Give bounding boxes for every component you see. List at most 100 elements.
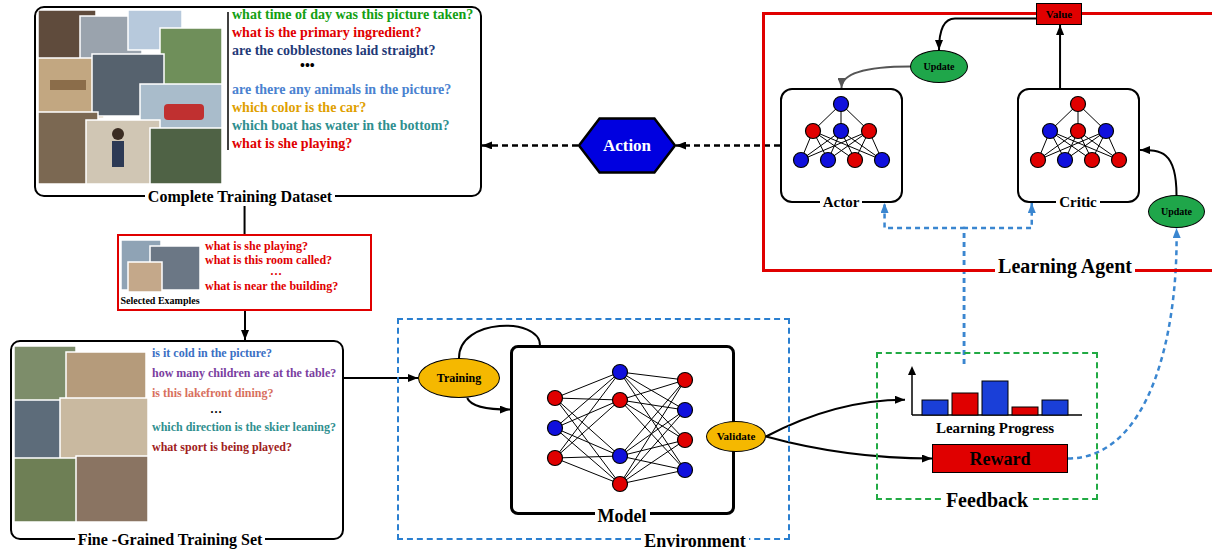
photo-details — [50, 80, 204, 167]
connector — [766, 437, 932, 459]
network-link — [620, 400, 685, 440]
reward-box: Reward — [932, 444, 1068, 473]
photo — [76, 456, 148, 522]
model-network: Model — [510, 345, 735, 515]
neuron — [806, 124, 821, 139]
neuron — [613, 449, 628, 464]
heading-label: Learning Progress — [936, 420, 1054, 437]
heading-label: Fine -Grained Training Set — [75, 531, 266, 549]
value-box: Value — [1036, 3, 1082, 25]
network-link — [620, 400, 685, 410]
neuron — [1043, 124, 1058, 139]
question-text: ••• — [300, 58, 315, 74]
connector — [344, 377, 418, 379]
learning-agent-region: ValueUpdateActorCriticUpdateLearning Age… — [762, 12, 1212, 272]
question-text: is it cold in the picture? — [152, 346, 272, 360]
axis-arrowhead — [908, 366, 916, 375]
photo — [60, 398, 148, 460]
update-ellipse: Update — [910, 50, 968, 83]
connector — [842, 67, 911, 89]
node-label: Validate — [717, 430, 756, 443]
question-text: what sport is being played? — [152, 440, 292, 454]
question-text: … — [270, 264, 282, 278]
photo-collage — [121, 240, 200, 292]
network-link — [555, 456, 620, 458]
network-link — [555, 458, 620, 484]
neuron — [548, 421, 563, 436]
connector — [1059, 25, 1061, 88]
network-link — [620, 380, 685, 400]
network-link — [620, 380, 685, 484]
person-body — [112, 141, 124, 167]
neuron — [1071, 124, 1086, 139]
question-text: what time of day was this picture taken? — [232, 7, 473, 23]
neuron — [1099, 124, 1114, 139]
heading-label: Selected Examples — [120, 295, 199, 307]
update-ellipse: Update — [1148, 195, 1205, 228]
question-text: which boat has water in the bottom? — [232, 118, 450, 134]
photo — [66, 352, 146, 404]
connector — [244, 311, 246, 340]
neuron — [678, 463, 693, 478]
photo — [128, 262, 162, 292]
neuron — [678, 403, 693, 418]
photo — [160, 28, 222, 86]
network-link — [620, 372, 685, 440]
question-text: how many children are at the table? — [152, 366, 336, 380]
environment-region: TrainingModelValidateEnvironment — [397, 318, 790, 540]
question-text: what is she playing? — [232, 136, 352, 152]
feedback-region: Learning ProgressRewardFeedback — [876, 352, 1098, 500]
neuron — [875, 153, 890, 168]
neuron — [613, 393, 628, 408]
photo — [86, 120, 160, 184]
question-text: are the cobblestones laid straight? — [232, 43, 436, 59]
network-link — [620, 440, 685, 456]
question-text: which color is the car? — [232, 100, 366, 116]
network-link — [555, 428, 620, 484]
network-link — [620, 380, 685, 456]
network-link — [555, 400, 620, 458]
node-label: Update — [1161, 206, 1192, 218]
node-label: Value — [1046, 8, 1073, 21]
chart-bar — [1012, 407, 1038, 415]
connector — [1140, 150, 1177, 195]
heading-label: Critic — [1056, 194, 1099, 211]
connector — [939, 18, 1036, 50]
network-link — [620, 372, 685, 380]
question-text: are there any animals in the picture? — [232, 82, 451, 98]
heading-label: Learning Agent — [995, 255, 1135, 277]
neuron — [794, 153, 809, 168]
network-link — [620, 440, 685, 484]
heading-label: Complete Training Dataset — [145, 188, 335, 206]
node-label: Update — [923, 61, 954, 73]
neuron — [678, 433, 693, 448]
network-link — [555, 428, 620, 456]
chart-bar — [952, 393, 978, 415]
node-label: Reward — [970, 449, 1031, 469]
connector — [467, 398, 510, 410]
photo-collage — [14, 346, 148, 522]
chart-axis — [911, 372, 913, 415]
bar-chart — [908, 366, 1082, 415]
neuron — [848, 153, 863, 168]
dataset-box: what time of day was this picture taken?… — [34, 6, 482, 197]
network-link — [620, 410, 685, 456]
question-text: what is she playing? — [205, 239, 308, 253]
connector — [885, 203, 964, 364]
network-link — [555, 398, 620, 484]
question-text: what is the primary ingredient? — [232, 25, 422, 41]
critic-network: Critic — [1017, 88, 1140, 203]
chart-bar — [922, 400, 948, 415]
separator-line — [227, 12, 229, 150]
neuron — [834, 97, 849, 112]
table-shape — [50, 80, 86, 90]
network-link — [620, 410, 685, 484]
question-text: is this lakefront dining? — [152, 386, 273, 400]
connector — [766, 400, 905, 437]
neuron — [834, 124, 849, 139]
selected-examples-box: what is she playing?what is this room ca… — [117, 234, 372, 311]
question-text: … — [210, 402, 222, 416]
fine-grained-set-box: is it cold in the picture? how many child… — [10, 340, 344, 540]
photo — [14, 458, 84, 522]
node-label: Training — [437, 371, 481, 385]
